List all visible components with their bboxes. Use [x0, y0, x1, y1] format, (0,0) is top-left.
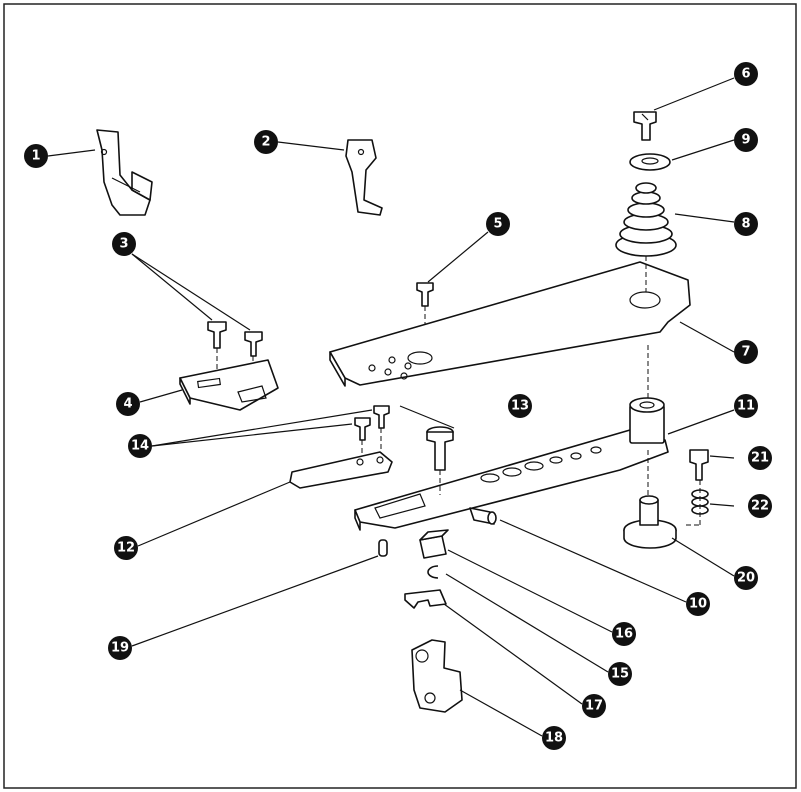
part-screw-21: [689, 449, 709, 481]
svg-text:7: 7: [741, 345, 750, 360]
part-knife-holder: [411, 639, 463, 713]
part-e-ring: [427, 565, 439, 579]
svg-text:3: 3: [119, 237, 128, 252]
part-throat-plate: [179, 359, 279, 411]
part-hinged-foot: [345, 139, 383, 216]
callout-21: 21: [748, 446, 772, 470]
callout-22: 22: [748, 494, 772, 518]
callout-13: 13: [508, 394, 532, 418]
callout-7: 7: [734, 340, 758, 364]
part-pin: [469, 507, 497, 525]
svg-text:12: 12: [117, 541, 135, 556]
svg-text:4: 4: [123, 397, 132, 412]
svg-text:1: 1: [31, 149, 40, 164]
part-block: [419, 529, 449, 559]
svg-text:19: 19: [111, 641, 129, 656]
callout-1: 1: [24, 144, 48, 168]
callout-9: 9: [734, 128, 758, 152]
part-bracket: [404, 589, 447, 609]
diagram-frame: [3, 3, 797, 789]
svg-text:20: 20: [737, 571, 755, 586]
callout-2: 2: [254, 130, 278, 154]
svg-text:14: 14: [131, 439, 149, 454]
part-screws-14: [354, 405, 390, 460]
callout-18: 18: [542, 726, 566, 750]
callout-19: 19: [108, 636, 132, 660]
part-arm: [354, 345, 669, 531]
part-stud: [623, 450, 677, 549]
part-link: [289, 451, 393, 489]
callout-3: 3: [112, 232, 136, 256]
part-spring: [615, 182, 677, 292]
leader-lines: [47, 77, 735, 737]
callout-6: 6: [734, 62, 758, 86]
part-base-plate: [329, 261, 691, 387]
svg-text:8: 8: [741, 217, 750, 232]
callout-20: 20: [734, 566, 758, 590]
part-washer: [629, 153, 671, 171]
svg-text:6: 6: [741, 67, 750, 82]
svg-text:21: 21: [751, 451, 769, 466]
part-small-pin: [378, 539, 388, 557]
part-screws-3: [207, 321, 263, 384]
callout-10: 10: [686, 592, 710, 616]
part-screw-6: [633, 111, 657, 141]
svg-text:22: 22: [751, 499, 769, 514]
svg-text:5: 5: [493, 217, 502, 232]
svg-text:2: 2: [261, 135, 270, 150]
callout-12: 12: [114, 536, 138, 560]
callout-11: 11: [734, 394, 758, 418]
svg-text:17: 17: [585, 699, 603, 714]
part-presser-foot: [96, 129, 153, 216]
svg-text:13: 13: [511, 399, 529, 414]
callout-5: 5: [486, 212, 510, 236]
svg-text:11: 11: [737, 399, 755, 414]
callout-17: 17: [582, 694, 606, 718]
callout-14: 14: [128, 434, 152, 458]
svg-text:15: 15: [611, 667, 629, 682]
part-spring-22: [686, 480, 709, 526]
svg-text:16: 16: [615, 627, 633, 642]
callout-16: 16: [612, 622, 636, 646]
svg-text:9: 9: [741, 133, 750, 148]
callout-15: 15: [608, 662, 632, 686]
callout-8: 8: [734, 212, 758, 236]
callout-4: 4: [116, 392, 140, 416]
svg-text:18: 18: [545, 731, 563, 746]
svg-text:10: 10: [689, 597, 707, 612]
part-shoulder-screw: [426, 426, 454, 495]
